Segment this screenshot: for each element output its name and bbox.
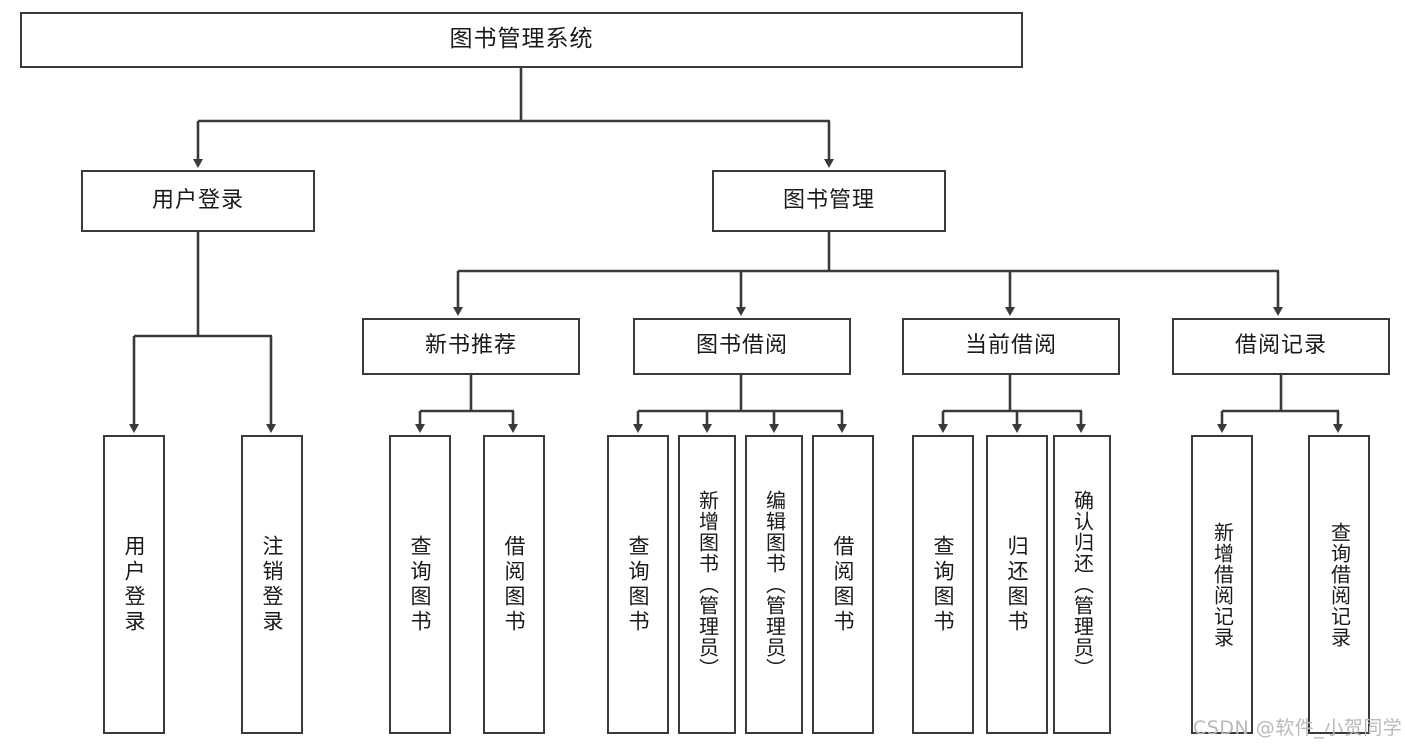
- node-current-borrow[interactable]: 当前借阅: [902, 318, 1120, 375]
- node-leaf-query-borrow-record[interactable]: 查询借阅记录: [1308, 435, 1370, 734]
- node-leaf-confirm-return-admin[interactable]: 确认归还（管理员）: [1053, 435, 1111, 734]
- node-borrow-record[interactable]: 借阅记录: [1172, 318, 1390, 375]
- node-leaf-user-login[interactable]: 用户登录: [103, 435, 165, 734]
- node-user-login[interactable]: 用户登录: [81, 170, 315, 232]
- node-leaf-edit-book-admin[interactable]: 编辑图书（管理员）: [745, 435, 803, 734]
- node-leaf-return-book[interactable]: 归还图书: [986, 435, 1048, 734]
- node-leaf-logout-login[interactable]: 注销登录: [241, 435, 303, 734]
- watermark-text: CSDN @软件_小贺同学: [1193, 717, 1403, 739]
- node-root[interactable]: 图书管理系统: [20, 12, 1023, 68]
- node-leaf-borrow-book-1[interactable]: 借阅图书: [483, 435, 545, 734]
- node-leaf-borrow-book-2[interactable]: 借阅图书: [812, 435, 874, 734]
- node-book-manage[interactable]: 图书管理: [712, 170, 946, 232]
- node-book-borrow[interactable]: 图书借阅: [633, 318, 851, 375]
- node-leaf-add-book-admin[interactable]: 新增图书（管理员）: [678, 435, 736, 734]
- node-leaf-query-book-2[interactable]: 查询图书: [607, 435, 669, 734]
- node-leaf-add-borrow-record[interactable]: 新增借阅记录: [1191, 435, 1253, 734]
- node-leaf-query-book-1[interactable]: 查询图书: [389, 435, 451, 734]
- node-leaf-query-book-3[interactable]: 查询图书: [912, 435, 974, 734]
- node-new-book-recommend[interactable]: 新书推荐: [362, 318, 580, 375]
